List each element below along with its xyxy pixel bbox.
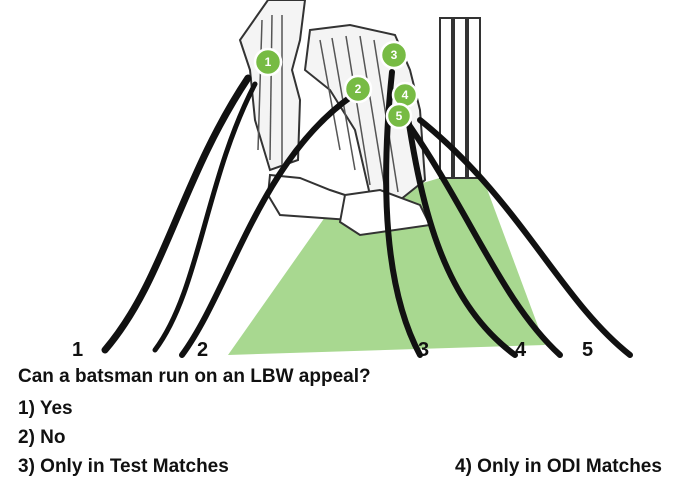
marker-5: 5	[385, 102, 413, 130]
marker-1: 1	[253, 47, 283, 77]
svg-text:2: 2	[355, 82, 362, 96]
svg-text:3: 3	[391, 48, 398, 62]
answer-option-3[interactable]: 3) Only in Test Matches	[18, 456, 229, 477]
path-label-4: 4	[515, 339, 527, 360]
path-label-2: 2	[197, 339, 208, 360]
marker-2: 2	[343, 74, 373, 104]
answer-option-2[interactable]: 2) No	[18, 427, 66, 448]
batsman-leg-left	[238, 0, 307, 172]
path-label-1: 1	[72, 339, 83, 360]
path-label-3: 3	[418, 339, 429, 360]
answer-option-4[interactable]: 4) Only in ODI Matches	[455, 456, 662, 477]
lbw-illustration: 1 2 3 4 5 1 2 3 4 5	[72, 0, 633, 360]
svg-text:4: 4	[402, 88, 409, 102]
question-text: Can a batsman run on an LBW appeal?	[18, 366, 371, 387]
marker-3: 3	[379, 40, 409, 70]
svg-text:5: 5	[396, 109, 403, 123]
answer-option-1[interactable]: 1) Yes	[18, 398, 73, 419]
path-label-5: 5	[582, 339, 593, 360]
svg-text:1: 1	[265, 55, 272, 69]
